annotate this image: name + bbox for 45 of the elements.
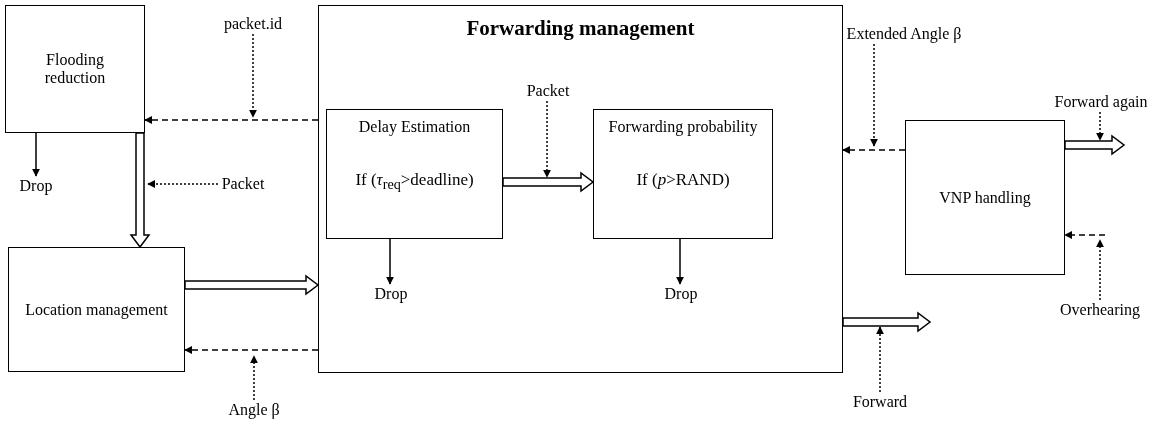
annotation-label: Overhearing [1060,300,1140,320]
box-title: Forwarding management [465,16,696,41]
process-box [593,109,773,239]
arrow [676,238,684,285]
arrow [144,116,319,124]
annotation-label: Forward [850,392,910,412]
arrow [386,238,394,285]
arrow [129,132,151,249]
box-title: VNP handling [938,188,1032,207]
leader-line [876,326,884,393]
annotation-label: packet.id [221,14,285,34]
arrow [184,346,319,354]
annotation-label: Angle β [227,400,281,420]
arrow [1064,231,1106,239]
annotation-label: Drop [373,284,409,304]
leader-line [1096,239,1104,301]
arrow [842,311,932,333]
arrow [184,274,320,296]
annotation-label: Forward again [1054,92,1148,112]
leader-line [249,33,257,118]
annotation-label: Drop [663,284,699,304]
arrow [1064,134,1126,156]
box-title: Delay Estimation [357,118,472,136]
process-box [8,247,185,372]
box-title: Forwarding probability [607,118,759,136]
annotation-label: Drop [18,176,54,196]
process-box [905,120,1065,275]
annotation-label: Extended Angle β [848,24,960,44]
annotation-label: Packet [523,81,573,101]
leader-line [1096,111,1104,141]
arrow [502,171,595,193]
leader-line [543,100,551,178]
box-title: Flooding reduction [43,51,107,87]
arrow [32,132,40,177]
leader-line [147,180,219,188]
process-box [326,109,503,239]
condition-label: If (p>RAND) [635,170,731,190]
annotation-label: Packet [218,174,268,194]
box-title: Location management [24,300,169,319]
condition-label: If (τ$_{req}$>deadline) [354,170,475,194]
arrow [842,146,906,154]
leader-line [250,355,258,401]
process-box [318,5,843,373]
process-box [5,5,145,133]
leader-line [870,43,878,147]
